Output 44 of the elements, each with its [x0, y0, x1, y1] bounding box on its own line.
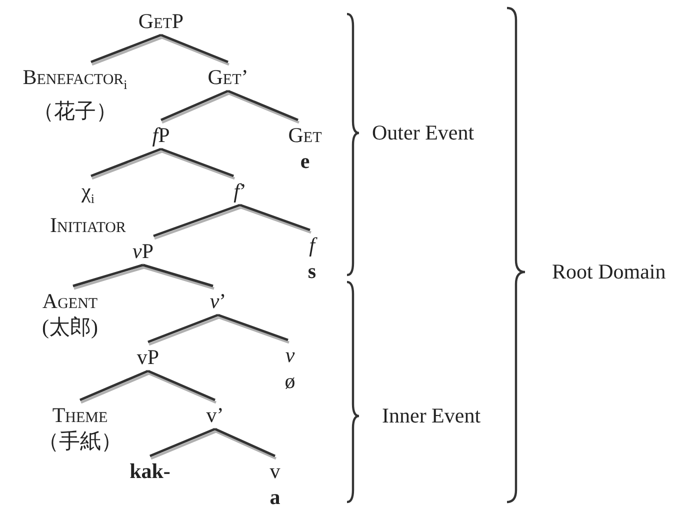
tree-branch — [160, 148, 234, 178]
category-label: fP — [152, 122, 170, 148]
tree-branch — [148, 370, 216, 402]
bracket-label: Outer Event — [372, 120, 474, 146]
category-label: Theme — [51, 402, 109, 428]
morpheme-label: kak- — [130, 458, 170, 484]
tree-branch — [90, 148, 162, 178]
tree-branch — [80, 370, 148, 402]
gloss-label: (太郎) — [42, 314, 98, 340]
tree-branch — [72, 264, 144, 288]
category-label: v — [270, 458, 280, 484]
category-label: Agent — [42, 288, 98, 314]
category-label: v’ — [210, 288, 226, 314]
category-label: vP — [132, 238, 154, 264]
category-label: f — [308, 232, 316, 258]
tree-branch — [160, 34, 228, 64]
gloss-label: （手紙） — [38, 428, 122, 454]
tree-branch — [90, 34, 162, 64]
tree-branch — [148, 314, 218, 344]
category-label: Get — [288, 122, 322, 148]
category-label: vP — [136, 344, 160, 370]
tree-branch — [153, 204, 240, 238]
tree-branch — [150, 428, 216, 458]
morpheme-label: Initiator — [50, 212, 126, 238]
morpheme-label: s — [308, 258, 316, 284]
tree-branch — [142, 264, 214, 288]
bracket-label: Inner Event — [382, 404, 481, 428]
morpheme-label: a — [270, 484, 280, 509]
morpheme-label: e — [299, 148, 311, 174]
morpheme-label: ø — [284, 368, 296, 394]
category-label: Get’ — [208, 64, 248, 90]
tree-branch — [218, 314, 288, 342]
tree-branch — [228, 90, 298, 122]
category-label: Benefactor$_{i}$ — [22, 64, 128, 94]
gloss-label: （花子） — [32, 98, 118, 124]
category-label: GetP — [138, 8, 184, 34]
category-label: χ$_{i}$ — [80, 178, 96, 208]
tree-branch — [240, 204, 310, 232]
category-label: v’ — [206, 402, 224, 428]
bracket-label: Root Domain — [552, 260, 666, 284]
category-label: v — [284, 342, 296, 368]
tree-branch — [160, 90, 228, 122]
tree-branch — [214, 428, 276, 458]
category-label: f’ — [234, 178, 246, 204]
